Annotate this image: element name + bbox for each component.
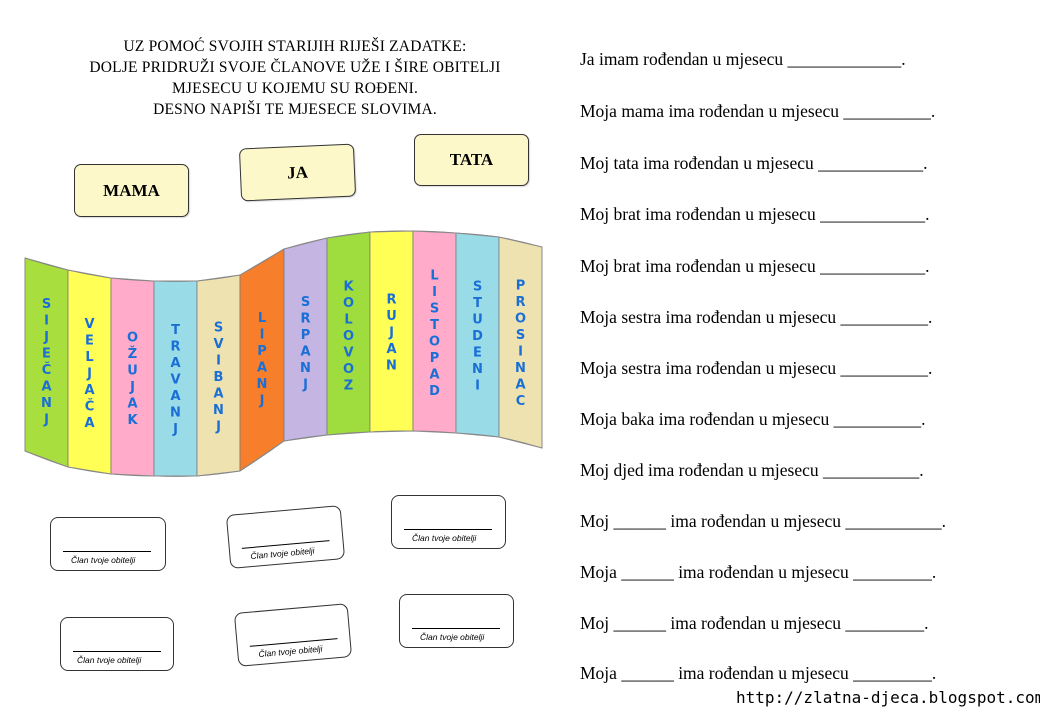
sentence-line: Moja sestra ima rođendan u mjesecu _____… xyxy=(580,307,933,327)
instruction-line: MJESECU U KOJEMU SU ROĐENI. xyxy=(171,80,419,97)
sentence-line: Moja ______ ima rođendan u mjesecu _____… xyxy=(580,663,937,683)
sentence-line: Moj ______ ima rođendan u mjesecu ______… xyxy=(580,511,946,531)
family-member-label: Član tvoje obitelji xyxy=(412,533,477,543)
instruction-line: UZ POMOĆ SVOJIH STARIJIH RIJEŠI ZADATKE: xyxy=(123,38,467,55)
name-card-label: TATA xyxy=(449,150,494,169)
instruction-line: DOLJE PRIDRUŽI SVOJE ČLANOVE UŽE I ŠIRE … xyxy=(89,59,501,76)
family-member-card[interactable]: Član tvoje obitelji xyxy=(233,603,353,667)
sentence-line: Moj brat ima rođendan u mjesecu ________… xyxy=(580,256,930,276)
family-member-label: Član tvoje obitelji xyxy=(250,545,315,562)
sentence-line: Moj djed ima rođendan u mjesecu ________… xyxy=(580,460,924,480)
sentence-line: Moja ______ ima rođendan u mjesecu _____… xyxy=(580,562,937,582)
sentence-line: Moj ______ ima rođendan u mjesecu ______… xyxy=(580,613,929,633)
name-card-tata[interactable]: TATA xyxy=(414,134,529,186)
family-member-card[interactable]: Član tvoje obitelji xyxy=(225,505,346,569)
sentence-line: Ja imam rođendan u mjesecu _____________… xyxy=(580,49,906,69)
sentence-line: Moj brat ima rođendan u mjesecu ________… xyxy=(580,204,930,224)
name-card-label: MAMA xyxy=(103,180,160,200)
family-member-card[interactable]: Član tvoje obitelji xyxy=(391,495,506,549)
sentence-line: Moja baka ima rođendan u mjesecu _______… xyxy=(580,409,926,429)
sentence-line: Moja sestra ima rođendan u mjesecu _____… xyxy=(580,358,933,378)
footer-url[interactable]: http://zlatna-djeca.blogspot.com/ xyxy=(736,688,1040,707)
sentence-line: Moja mama ima rođendan u mjesecu _______… xyxy=(580,101,936,121)
name-card-mama[interactable]: MAMA xyxy=(74,164,189,217)
family-member-label: Član tvoje obitelji xyxy=(420,632,485,642)
family-member-card[interactable]: Član tvoje obitelji xyxy=(60,617,174,671)
instructions: UZ POMOĆ SVOJIH STARIJIH RIJEŠI ZADATKE:… xyxy=(60,36,530,120)
sentence-line: Moj tata ima rođendan u mjesecu ________… xyxy=(580,153,928,173)
month-band-outline xyxy=(24,230,543,477)
family-member-card[interactable]: Član tvoje obitelji xyxy=(50,517,166,571)
family-member-label: Član tvoje obitelji xyxy=(77,655,142,665)
family-member-label: Član tvoje obitelji xyxy=(71,555,136,565)
family-member-card[interactable]: Član tvoje obitelji xyxy=(399,594,514,648)
family-member-label: Član tvoje obitelji xyxy=(258,643,323,660)
instruction-line: DESNO NAPIŠI TE MJESECE SLOVIMA. xyxy=(153,101,437,118)
